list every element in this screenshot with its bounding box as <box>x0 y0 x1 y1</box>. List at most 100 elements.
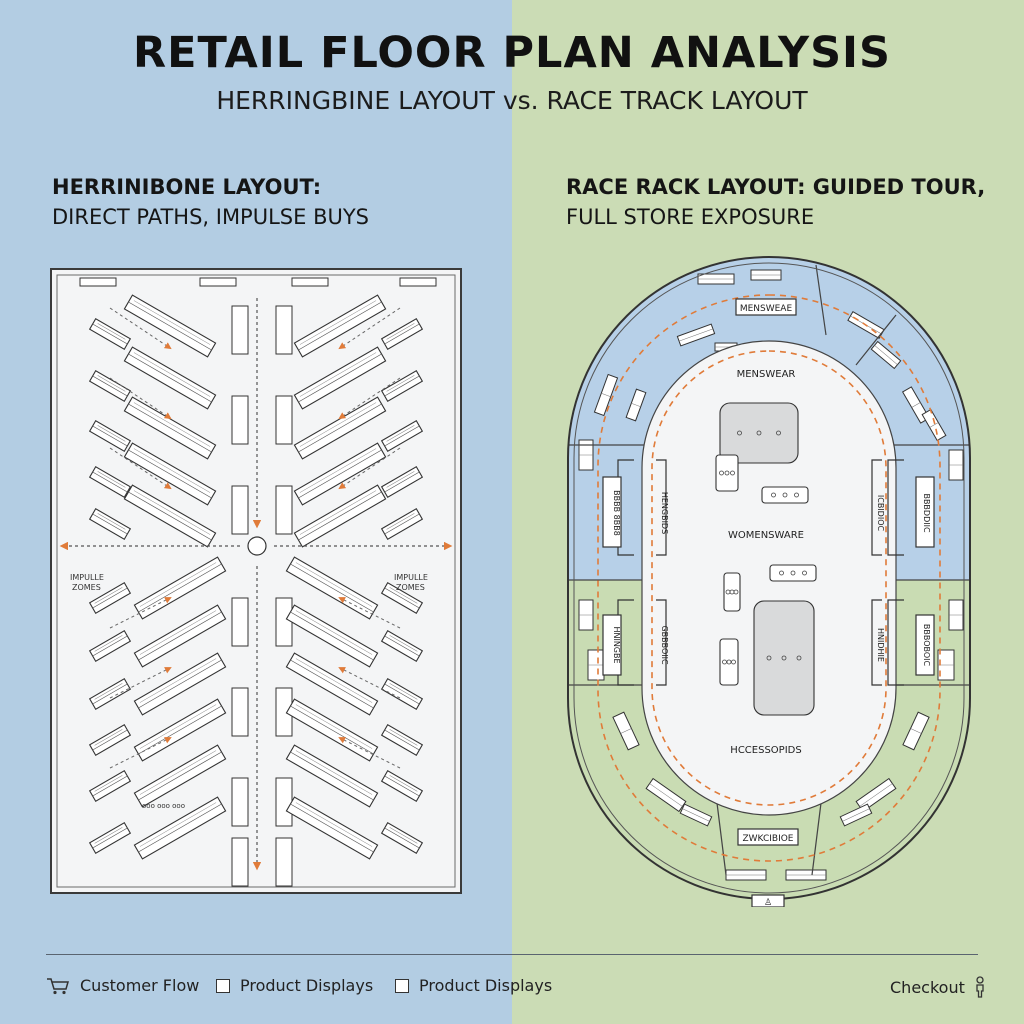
display-rack <box>88 770 132 802</box>
aisle-fixture <box>275 597 293 647</box>
flow-arrow <box>338 737 401 769</box>
display-rack <box>380 822 424 854</box>
wall-fixture <box>291 277 329 287</box>
top-department-sign: MENSWEAE <box>740 304 793 314</box>
herringbone-floor-plan: IMPULLE ZOMES IMPULLE ZOMES ooo ooo ooo <box>50 268 462 894</box>
center-display-table <box>715 454 739 492</box>
perimeter-rack <box>697 273 735 285</box>
flow-arrow <box>338 667 401 699</box>
flow-arrow <box>338 447 401 490</box>
side-left-upper-label-2: HENGBIDS <box>660 492 669 534</box>
display-rack <box>123 346 217 410</box>
aisle-fixture <box>275 777 293 827</box>
aisle-fixture <box>275 395 293 445</box>
aisle-fixture <box>231 597 249 647</box>
display-rack <box>88 318 132 350</box>
display-rack <box>88 420 132 452</box>
perimeter-rack <box>902 711 930 751</box>
flow-arrow <box>109 307 172 350</box>
flow-arrow <box>109 377 172 420</box>
aisle-fixture <box>231 395 249 445</box>
display-rack <box>285 652 379 716</box>
center-floor <box>641 340 897 816</box>
aisle-fixture <box>231 305 249 355</box>
display-rack <box>285 744 379 808</box>
legend-divider <box>46 954 978 955</box>
display-rack <box>123 442 217 506</box>
racetrack-perimeter-fixtures <box>578 269 964 881</box>
display-rack <box>380 420 424 452</box>
perimeter-rack <box>855 777 897 813</box>
side-left-lower-label-2: GBBBOIIC <box>660 625 669 665</box>
flow-arrow <box>338 597 401 629</box>
flow-arrow <box>109 667 172 699</box>
flow-arrow <box>109 447 172 490</box>
display-rack <box>123 294 217 358</box>
legend-item-product-displays-2: Product Displays <box>395 976 552 995</box>
page-title: RETAIL FLOOR PLAN ANALYSIS <box>132 28 892 78</box>
display-rack <box>133 744 227 808</box>
perimeter-rack <box>679 803 713 827</box>
herringbone-heading-title: HERRINIBONE LAYOUT: <box>52 175 322 199</box>
herringbone-heading: HERRINIBONE LAYOUT: DIRECT PATHS, IMPULS… <box>52 172 369 232</box>
herringbone-heading-subtitle: DIRECT PATHS, IMPULSE BUYS <box>52 205 369 229</box>
display-rack <box>380 770 424 802</box>
bottom-sign-box <box>737 828 799 846</box>
aisle-fixture <box>231 687 249 737</box>
legend-item-checkout: Checkout <box>890 976 987 998</box>
legend-item-customer-flow: Customer Flow <box>46 976 199 995</box>
display-rack <box>88 370 132 402</box>
display-rack <box>88 630 132 662</box>
aisle-fixture <box>231 777 249 827</box>
display-rack <box>380 318 424 350</box>
entrance-person-icon: ♙ <box>764 898 772 907</box>
display-rack <box>88 724 132 756</box>
impulse-zone-right-label-1: IMPULLE <box>394 573 428 582</box>
display-rack <box>380 724 424 756</box>
entrance-marker <box>247 536 267 556</box>
display-rack <box>380 678 424 710</box>
display-rack <box>133 604 227 668</box>
display-rack <box>293 442 387 506</box>
herringbone-fixtures <box>79 277 437 887</box>
display-rack <box>380 466 424 498</box>
racetrack-heading-title: RACE RACK LAYOUT: GUIDED TOUR, <box>566 175 986 199</box>
person-icon <box>976 976 984 998</box>
perimeter-rack <box>948 449 964 481</box>
display-rack <box>133 652 227 716</box>
display-rack <box>133 556 227 620</box>
center-label-menswear: MENSWEAR <box>737 369 796 380</box>
perimeter-rack <box>725 869 767 881</box>
side-left-upper-label: BBBB 8BB8 <box>612 490 621 536</box>
perimeter-rack <box>645 777 687 813</box>
perimeter-rack <box>578 439 594 471</box>
cart-icon <box>47 977 69 994</box>
impulse-small-label: ooo ooo ooo <box>142 802 185 810</box>
legend-label-checkout: Checkout <box>890 977 965 997</box>
impulse-zone-left-label-1: IMPULLE <box>70 573 104 582</box>
flow-arrow <box>109 737 172 769</box>
aisle-fixture <box>275 837 293 887</box>
legend-label-product-displays-1: Product Displays <box>240 976 374 995</box>
perimeter-rack <box>578 599 594 631</box>
display-rack <box>88 582 132 614</box>
store-entrance <box>751 894 785 907</box>
perimeter-rack <box>593 373 619 417</box>
square-icon <box>216 978 230 993</box>
center-label-accessories: HCCESSOPIDS <box>730 745 801 756</box>
racetrack-floor-plan: BBBB 8BB8 HENGBIDS ICBIDIOC BBBDDIIC HNI… <box>567 256 971 907</box>
perimeter-rack <box>785 869 827 881</box>
center-display-table <box>769 564 817 582</box>
side-right-upper-label-2: BBBDDIIC <box>922 493 931 533</box>
display-rack <box>133 796 227 860</box>
aisle-fixture <box>275 485 293 535</box>
center-display-table <box>719 638 739 686</box>
racetrack-heading-subtitle: FULL STORE EXPOSURE <box>566 205 815 229</box>
display-rack <box>88 678 132 710</box>
perimeter-rack <box>839 803 873 827</box>
display-rack <box>285 796 379 860</box>
top-sign-box <box>735 298 797 316</box>
page-subtitle: HERRINGBINE LAYOUT vs. RACE TRACK LAYOUT <box>216 86 808 115</box>
side-right-upper-label: ICBIDIOC <box>876 495 885 532</box>
perimeter-rack <box>937 649 955 681</box>
